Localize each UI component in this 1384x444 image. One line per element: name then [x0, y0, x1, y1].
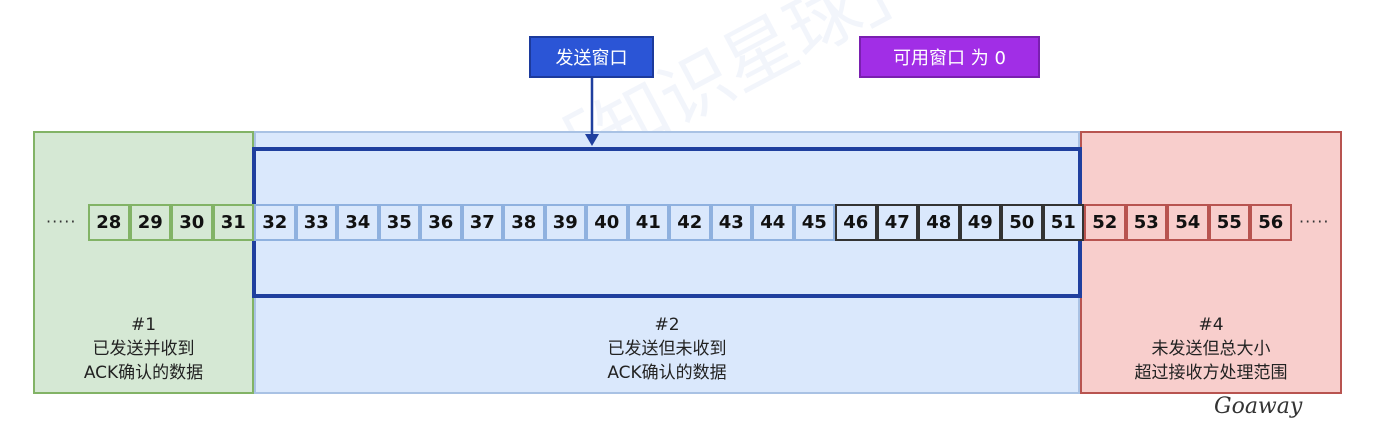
- sequence-cell-32: 32: [254, 204, 296, 241]
- region-acked-label: #1 已发送并收到 ACK确认的数据: [35, 313, 252, 385]
- ellipsis-right: ·····: [1299, 211, 1330, 231]
- sequence-cell-52: 52: [1084, 204, 1126, 241]
- sequence-cell-49: 49: [959, 204, 1001, 241]
- sequence-cell-43: 43: [710, 204, 752, 241]
- region-acked-id: #1: [130, 315, 157, 335]
- signature-text: Goaway: [1214, 394, 1303, 419]
- sequence-cell-47: 47: [876, 204, 918, 241]
- region-acked: #1 已发送并收到 ACK确认的数据: [33, 131, 254, 394]
- region-outside-window-id: #4: [1198, 315, 1224, 335]
- sequence-cell-31: 31: [212, 204, 254, 241]
- region-acked-line2: ACK确认的数据: [83, 363, 204, 383]
- sequence-cell-54: 54: [1167, 204, 1209, 241]
- region-outside-window-label: #4 未发送但总大小 超过接收方处理范围: [1082, 313, 1340, 385]
- sequence-cell-45: 45: [793, 204, 835, 241]
- sequence-cell-39: 39: [544, 204, 586, 241]
- sequence-cell-42: 42: [669, 204, 711, 241]
- region-sent-unacked: #2 已发送但未收到 ACK确认的数据: [254, 131, 1080, 394]
- sequence-cell-36: 36: [420, 204, 462, 241]
- send-window-tag: 发送窗口: [529, 36, 654, 78]
- region-acked-line1: 已发送并收到: [92, 339, 195, 359]
- region-sent-unacked-id: #2: [654, 315, 680, 335]
- sequence-cell-44: 44: [752, 204, 794, 241]
- sequence-cell-37: 37: [461, 204, 503, 241]
- region-outside-window: #4 未发送但总大小 超过接收方处理范围: [1080, 131, 1342, 394]
- sequence-cell-48: 48: [918, 204, 960, 241]
- sequence-cell-28: 28: [88, 204, 130, 241]
- region-outside-window-line2: 超过接收方处理范围: [1134, 363, 1288, 383]
- sequence-cell-29: 29: [129, 204, 171, 241]
- region-sent-unacked-line1: 已发送但未收到: [607, 339, 727, 359]
- sequence-cell-56: 56: [1250, 204, 1292, 241]
- region-sent-unacked-line2: ACK确认的数据: [607, 363, 727, 383]
- sequence-cell-46: 46: [835, 204, 877, 241]
- region-outside-window-line1: 未发送但总大小: [1151, 339, 1271, 359]
- sequence-cell-30: 30: [171, 204, 213, 241]
- sequence-cell-34: 34: [337, 204, 379, 241]
- sequence-cell-33: 33: [295, 204, 337, 241]
- sequence-cell-55: 55: [1208, 204, 1250, 241]
- region-sent-unacked-label: #2 已发送但未收到 ACK确认的数据: [256, 313, 1078, 385]
- sequence-cell-35: 35: [378, 204, 420, 241]
- send-window-arrow-icon: [585, 78, 599, 146]
- sequence-cell-41: 41: [627, 204, 669, 241]
- sequence-cell-53: 53: [1125, 204, 1167, 241]
- available-window-tag: 可用窗口 为 0: [859, 36, 1040, 78]
- sequence-cell-38: 38: [503, 204, 545, 241]
- sequence-cell-50: 50: [1001, 204, 1043, 241]
- ellipsis-left: ·····: [46, 211, 77, 231]
- sequence-cell-51: 51: [1042, 204, 1084, 241]
- sequence-cell-40: 40: [586, 204, 628, 241]
